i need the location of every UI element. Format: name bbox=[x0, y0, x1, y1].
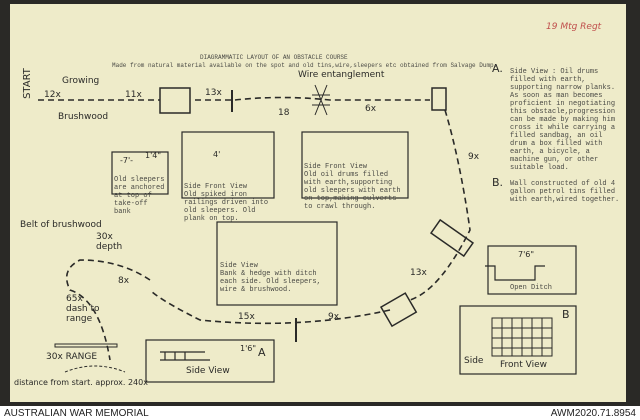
range-label: 30x RANGE bbox=[46, 352, 98, 362]
post bbox=[231, 90, 297, 342]
distance: 9x bbox=[468, 152, 480, 162]
dash-label: 65x dash to range bbox=[66, 294, 100, 324]
drums-caption: Side Front View Old oil drums filled wit… bbox=[304, 163, 401, 211]
footer-institution: AUSTRALIAN WAR MEMORIAL bbox=[4, 408, 149, 419]
belt-label: Belt of brushwood bbox=[20, 220, 102, 230]
distance: 6x bbox=[365, 104, 377, 114]
distance: 15x bbox=[238, 312, 255, 322]
course-path bbox=[38, 96, 471, 361]
wall-front-caption: Front View bbox=[500, 360, 547, 370]
wire-entanglement-icon bbox=[312, 84, 330, 116]
distance: 9x bbox=[328, 312, 340, 322]
measure: 7'6" bbox=[518, 250, 535, 259]
measure: -7'- bbox=[120, 156, 134, 165]
distance: 8x bbox=[118, 276, 130, 286]
measure: 1'4" bbox=[145, 151, 162, 160]
distance: 12x bbox=[44, 90, 61, 100]
note-a-text: Side View : Oil drums filled with earth,… bbox=[510, 68, 616, 172]
side-view-caption: Side View bbox=[186, 366, 230, 376]
distance: 13x bbox=[205, 88, 222, 98]
document-sheet bbox=[10, 4, 626, 402]
measure: 1'6" bbox=[240, 344, 257, 353]
course-diagram bbox=[38, 84, 577, 383]
rails-caption: Side Front View Old spiked iron railings… bbox=[184, 183, 269, 223]
handwritten-annotation: 19 Mtg Regt bbox=[546, 22, 602, 32]
start-label: START bbox=[21, 68, 33, 99]
note-b-text: Wall constructed of old 4 gallon petrol … bbox=[510, 180, 620, 204]
distance: 18 bbox=[278, 108, 290, 118]
wall-grid bbox=[491, 317, 553, 357]
sleepers-caption: Old sleepers are anchored at top of take… bbox=[114, 176, 165, 216]
obstacle-box bbox=[159, 87, 191, 114]
document-subtitle: Made from natural material available on … bbox=[112, 62, 498, 69]
measure: 4' bbox=[213, 150, 221, 159]
ditch-caption: Open Ditch bbox=[510, 284, 553, 292]
distance: 13x bbox=[410, 268, 427, 278]
frames bbox=[111, 131, 577, 383]
note-b-letter: B. bbox=[492, 176, 504, 189]
distance: 11x bbox=[125, 90, 142, 100]
wire-label: Wire entanglement bbox=[298, 70, 385, 80]
footer-accession-number: AWM2020.71.8954 bbox=[550, 408, 636, 419]
brushwood-label: Brushwood bbox=[58, 112, 109, 122]
document-title: DIAGRAMMATIC LAYOUT OF AN OBSTACLE COURS… bbox=[200, 54, 348, 61]
hedge-caption: Side View Bank & hedge with ditch each s… bbox=[220, 262, 321, 294]
distance-label: distance from start. approx. 240x bbox=[14, 378, 148, 387]
wall-side-caption: Side bbox=[464, 356, 484, 366]
box-b-letter: B bbox=[562, 308, 570, 321]
growing-label: Growing bbox=[62, 76, 100, 86]
box-a-letter: A bbox=[258, 346, 266, 359]
depth-label: 30x depth bbox=[96, 232, 123, 252]
note-a-letter: A. bbox=[492, 62, 503, 75]
